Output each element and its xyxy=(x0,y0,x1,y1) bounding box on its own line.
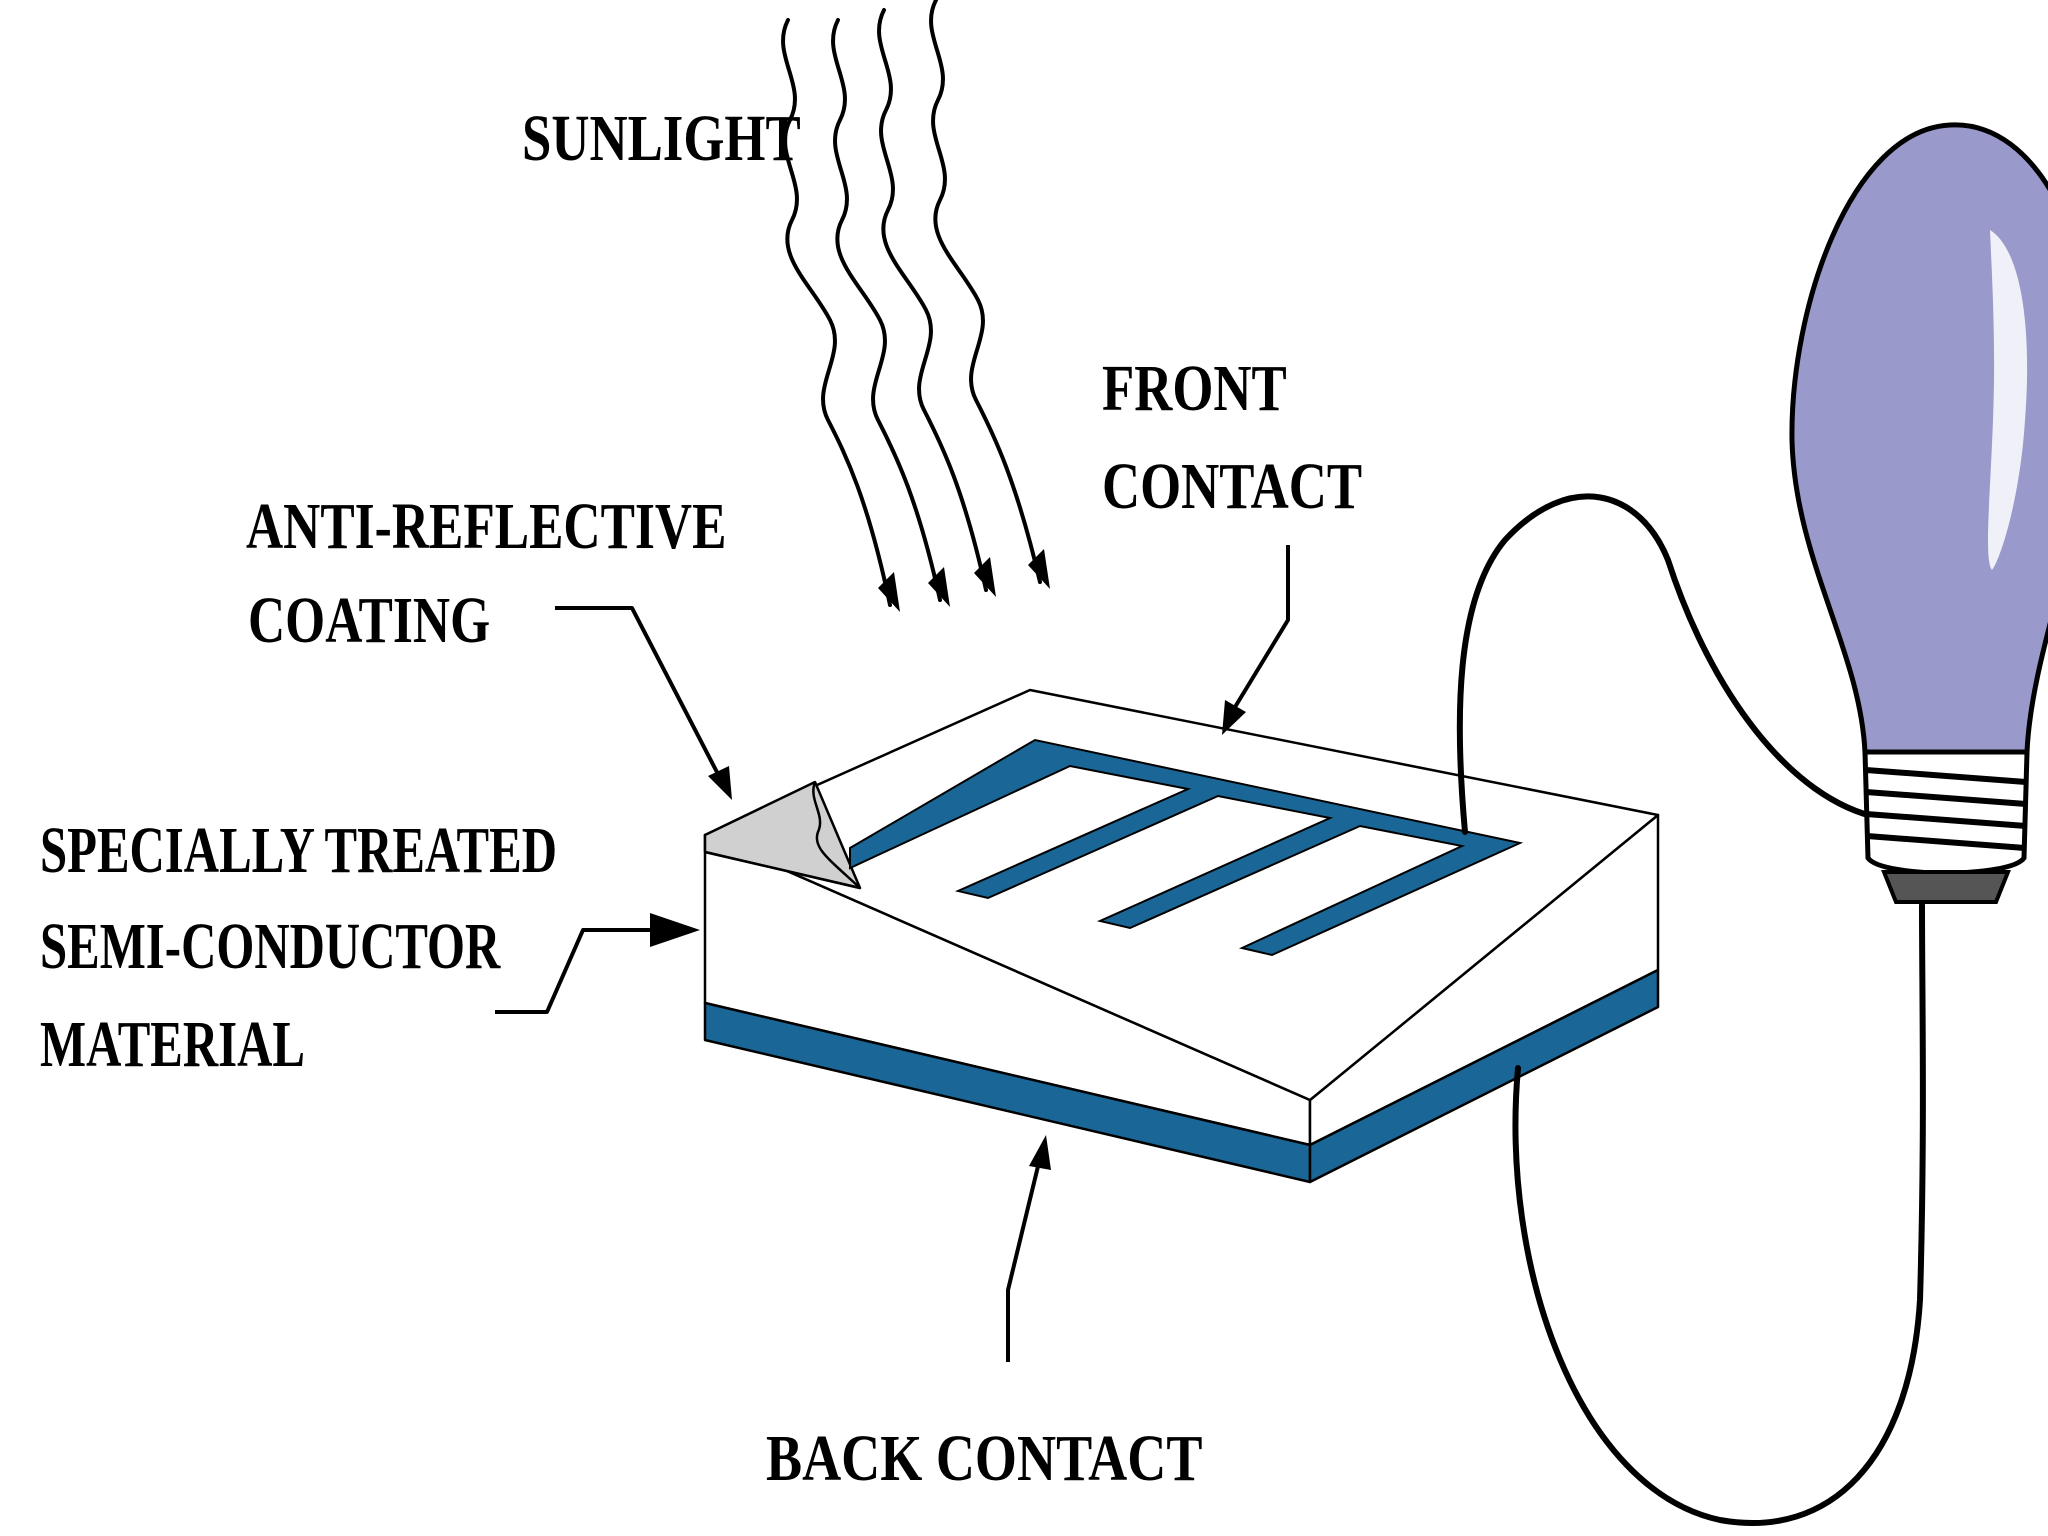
label-front-contact-line2: CONTACT xyxy=(1102,449,1362,522)
bulb-highlight xyxy=(1988,230,2028,570)
back-contact-right-strip xyxy=(1308,968,1660,1184)
sunlight-rays-icon xyxy=(781,0,1050,612)
label-anti-reflective-line1: ANTI-REFLECTIVE xyxy=(246,489,726,563)
label-semiconductor-line1: SPECIALLY TREATED xyxy=(40,813,557,887)
diagram-labels: SUNLIGHT FRONT CONTACT ANTI-REFLECTIVE C… xyxy=(40,101,1362,1495)
label-anti-reflective-line2: COATING xyxy=(248,583,490,657)
leader-lines xyxy=(495,545,1290,1362)
label-front-contact-line1: FRONT xyxy=(1102,351,1287,424)
semiconductor-arrow-icon xyxy=(650,913,700,947)
back-contact-arrow-icon xyxy=(1029,1135,1051,1170)
coating-arrow-icon xyxy=(708,766,732,800)
wire-back-contact xyxy=(1512,902,1926,1527)
light-bulb-icon xyxy=(1789,122,2048,904)
solar-cell xyxy=(703,688,1660,1184)
front-contact-arrow-icon xyxy=(1222,700,1246,735)
bulb-glass xyxy=(1789,122,2048,755)
label-semiconductor-line3: MATERIAL xyxy=(40,1007,305,1081)
wire-front-contact xyxy=(1456,493,1883,835)
circuit-wires xyxy=(1456,493,1926,1527)
front-contact-grid xyxy=(849,738,1524,957)
label-back-contact: BACK CONTACT xyxy=(766,1422,1202,1495)
label-sunlight: SUNLIGHT xyxy=(522,101,801,174)
label-semiconductor-line2: SEMI-CONDUCTOR xyxy=(40,909,501,983)
bulb-screw-base xyxy=(1862,749,2030,904)
